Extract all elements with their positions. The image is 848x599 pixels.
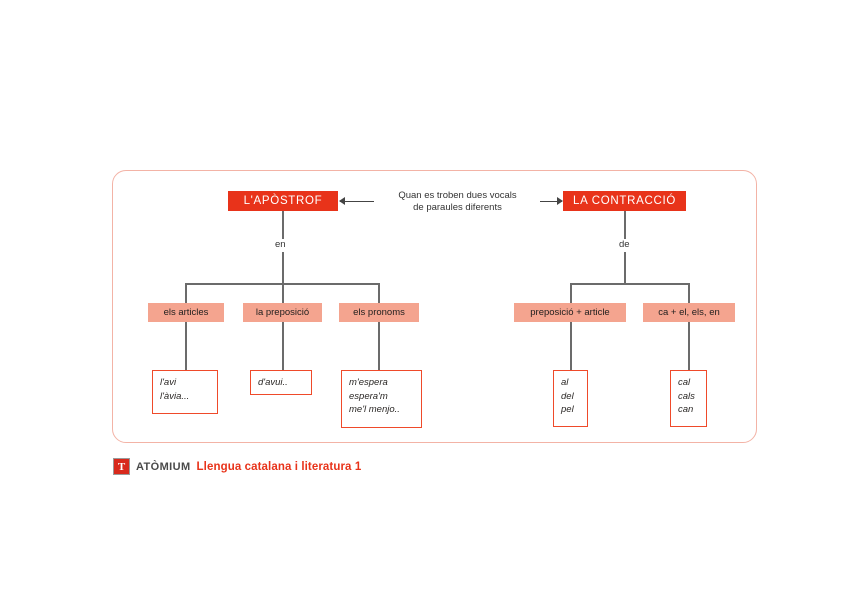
connector-ca-el-to-example [688,322,690,370]
node-contraccio: LA CONTRACCIÓ [563,191,686,211]
example-item: cals [678,390,695,402]
connector-pronoms-to-example [378,322,380,370]
brand-name: ATÒMIUM [136,460,191,473]
examples-els-articles: l'avi l'àvia... [152,370,218,414]
example-item: espera'm [349,390,388,402]
example-item: m'espera [349,377,388,388]
connector-drop-pronoms [378,283,380,303]
branch-label-de: de [615,239,634,250]
examples-els-pronoms: m'espera espera'm me'l menjo.. [341,370,422,428]
atomium-logo-icon: T [113,458,130,475]
caption-line-2: de paraules diferents [413,202,502,213]
connector-prep-article-to-example [570,322,572,370]
example-item: d'avui.. [258,377,288,388]
connector-drop-prep-article [570,283,572,303]
caption-condition: Quan es troben dues vocals de paraules d… [376,190,539,214]
example-item: l'avi [160,377,177,388]
category-ca-el-els-en: ca + el, els, en [643,303,735,322]
examples-preposicio-article: al del pel [553,370,588,427]
example-item: pel [561,404,574,415]
connector-apostrof-stem-lower [282,252,284,283]
connector-drop-ca-el [688,283,690,303]
example-item: l'àvia... [160,390,190,402]
branch-label-en: en [271,239,290,250]
example-item: can [678,404,694,415]
connector-drop-preposicio [282,283,284,303]
footer: T ATÒMIUM Llengua catalana i literatura … [113,458,361,475]
arrow-to-apostrof-head-icon [339,197,345,205]
arrow-to-contraccio-line [540,201,562,202]
examples-la-preposicio: d'avui.. [250,370,312,395]
category-la-preposicio: la preposició [243,303,322,322]
connector-drop-articles [185,283,187,303]
connector-preposicio-to-example [282,322,284,370]
connector-contraccio-stem-lower [624,252,626,283]
examples-ca-el-els-en: cal cals can [670,370,707,427]
example-item: cal [678,377,691,388]
example-item: me'l menjo.. [349,404,400,415]
connector-articles-to-example [185,322,187,370]
arrow-to-contraccio-head-icon [557,197,563,205]
example-item: del [561,390,574,402]
node-apostrof: L'APÒSTROF [228,191,338,211]
category-els-articles: els articles [148,303,224,322]
category-preposicio-article: preposició + article [514,303,626,322]
example-item: al [561,377,569,388]
category-els-pronoms: els pronoms [339,303,419,322]
connector-contraccio-stem-upper [624,211,626,241]
connector-contraccio-bar [570,283,689,285]
arrow-to-apostrof-line [340,201,374,202]
caption-line-1: Quan es troben dues vocals [398,190,517,201]
connector-apostrof-stem-upper [282,211,284,241]
book-title: Llengua catalana i literatura 1 [196,460,362,473]
